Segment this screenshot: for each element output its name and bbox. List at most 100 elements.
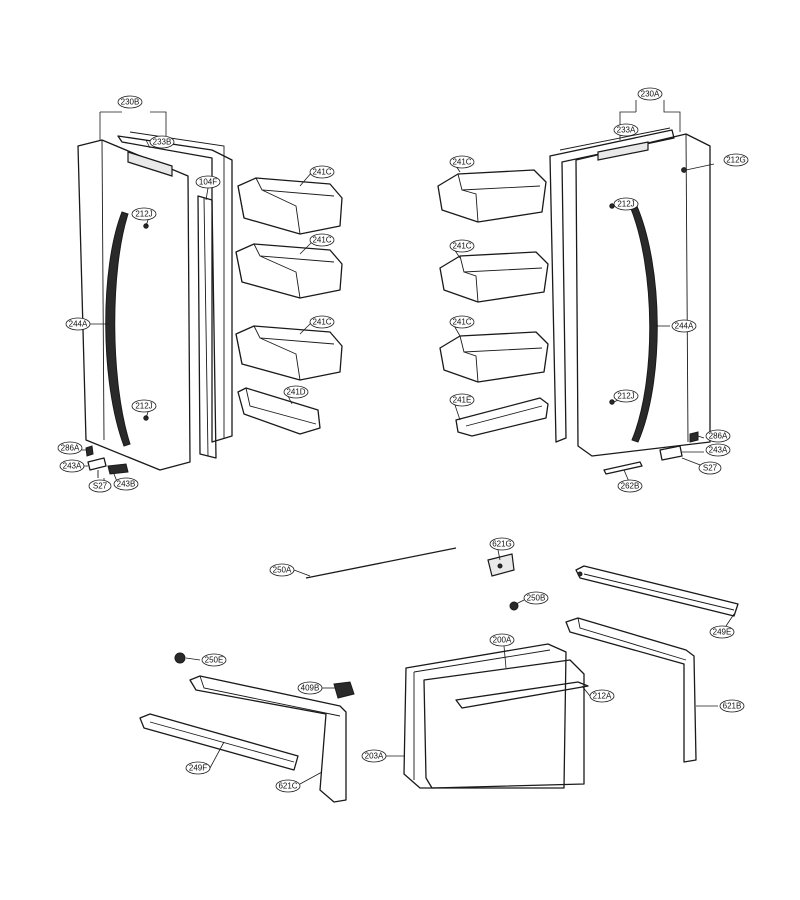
svg-text:286A: 286A — [61, 444, 80, 453]
svg-text:212A: 212A — [593, 692, 612, 701]
left-bin-1 — [237, 177, 343, 235]
svg-text:250A: 250A — [273, 566, 292, 575]
callout-243B: 243B — [113, 477, 139, 491]
svg-text:233A: 233A — [617, 126, 636, 135]
svg-text:200A: 200A — [493, 636, 512, 645]
callout-286A-right: 286A — [705, 429, 731, 443]
callout-241C-left-2: 241C — [309, 233, 335, 247]
callout-S27-right: S27 — [698, 461, 722, 475]
left-bin-3 — [235, 325, 343, 381]
drawer-rail-support-left — [189, 675, 347, 803]
svg-text:621C: 621C — [278, 782, 297, 791]
callout-243A-right: 243A — [705, 443, 731, 457]
left-door-assembly — [77, 131, 233, 478]
callout-241C-left-1: 241C — [309, 165, 335, 179]
callout-200A: 200A — [489, 633, 515, 647]
svg-text:243A: 243A — [709, 446, 728, 455]
callout-241C-right-2: 241C — [449, 239, 475, 253]
svg-text:S27: S27 — [703, 464, 718, 473]
svg-text:241C: 241C — [452, 318, 471, 327]
left-hinge-286A — [85, 445, 94, 457]
left-door-liner-strip — [197, 195, 217, 459]
callout-241C-right-3: 241C — [449, 315, 475, 329]
svg-text:243A: 243A — [63, 462, 82, 471]
svg-text:212J: 212J — [135, 210, 152, 219]
svg-text:212J: 212J — [617, 392, 634, 401]
left-door-gasket — [117, 135, 233, 443]
callout-212G: 212G — [723, 153, 749, 167]
right-door-assembly — [549, 127, 711, 475]
drawer-knob-250E — [174, 652, 186, 664]
callout-230B: 230B — [117, 95, 143, 109]
svg-text:241C: 241C — [312, 168, 331, 177]
drawer-rod — [305, 547, 457, 579]
svg-text:241C: 241C — [452, 242, 471, 251]
svg-text:241E: 241E — [453, 396, 472, 405]
callout-286A-left: 286A — [57, 441, 83, 455]
callout-621G: 621G — [489, 537, 515, 551]
callout-244A-left: 244A — [65, 317, 91, 331]
svg-text:203A: 203A — [365, 752, 384, 761]
callout-233B: 233B — [149, 135, 175, 149]
svg-text:243B: 243B — [117, 480, 136, 489]
drawer-rail-left — [139, 713, 299, 771]
left-door-bins — [235, 177, 343, 435]
drawer-rail-right — [575, 565, 739, 617]
left-door-panel — [77, 139, 191, 471]
callout-241C-left-3: 241C — [309, 315, 335, 329]
svg-text:249F: 249F — [189, 764, 207, 773]
svg-text:621G: 621G — [492, 540, 512, 549]
drawer-body — [403, 643, 589, 789]
svg-text:S27: S27 — [93, 482, 108, 491]
svg-text:241D: 241D — [286, 388, 305, 397]
svg-text:621B: 621B — [723, 702, 742, 711]
callout-212J-right-1: 212J — [613, 197, 639, 211]
right-bin-small — [455, 397, 549, 437]
left-hinge-243B — [107, 463, 129, 475]
callout-244A-right: 244A — [671, 319, 697, 333]
callout-249F: 249F — [185, 761, 211, 775]
drawer-handle — [455, 681, 589, 709]
callout-212J-left-2: 212J — [131, 399, 157, 413]
callout-409B: 409B — [297, 681, 323, 695]
right-bin-1 — [437, 169, 547, 223]
left-door-handle — [105, 211, 131, 447]
right-hinge-286A — [689, 431, 699, 443]
callout-241D-left: 241D — [283, 385, 309, 399]
svg-text:212J: 212J — [617, 200, 634, 209]
right-door-gasket — [549, 129, 675, 443]
svg-text:262B: 262B — [621, 482, 640, 491]
drawer-cover-409B — [333, 681, 355, 699]
svg-text:409B: 409B — [301, 684, 320, 693]
svg-text:286A: 286A — [709, 432, 728, 441]
callout-212J-right-2: 212J — [613, 389, 639, 403]
svg-text:244A: 244A — [675, 322, 694, 331]
right-stopper-262B — [603, 461, 643, 475]
callout-243A-left: 243A — [59, 459, 85, 473]
left-bin-small — [237, 387, 321, 435]
callout-262B: 262B — [617, 479, 643, 493]
drawer-assembly — [139, 547, 739, 803]
callout-212J-left-1: 212J — [131, 207, 157, 221]
callout-104F: 104F — [195, 175, 221, 189]
right-door-bins — [437, 169, 549, 437]
callout-241C-right-1: 241C — [449, 155, 475, 169]
svg-text:244A: 244A — [69, 320, 88, 329]
callout-203A: 203A — [361, 749, 387, 763]
callout-233A: 233A — [613, 123, 639, 137]
svg-text:104F: 104F — [199, 178, 217, 187]
callout-250B: 250B — [523, 591, 549, 605]
right-door-handle — [629, 203, 658, 443]
right-bin-2 — [439, 251, 549, 303]
callout-250A: 250A — [269, 563, 295, 577]
svg-text:250B: 250B — [527, 594, 546, 603]
callout-621C: 621C — [275, 779, 301, 793]
svg-text:212J: 212J — [135, 402, 152, 411]
callout-249E: 249E — [709, 625, 735, 639]
svg-text:241C: 241C — [312, 236, 331, 245]
right-hinge-243A — [659, 445, 683, 461]
svg-text:230B: 230B — [121, 98, 140, 107]
svg-text:212G: 212G — [726, 156, 746, 165]
svg-text:249E: 249E — [713, 628, 732, 637]
